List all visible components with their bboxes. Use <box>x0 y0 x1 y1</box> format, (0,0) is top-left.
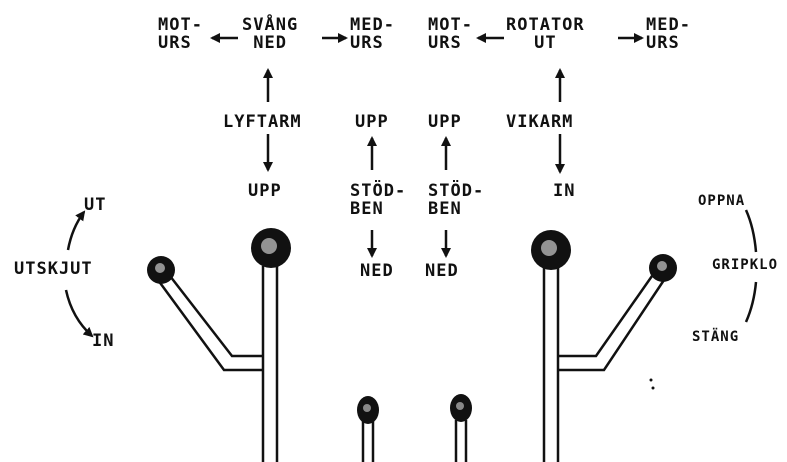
label-in-utskjut: IN <box>92 331 115 351</box>
label-gripklo: GRIPKLO <box>712 257 779 273</box>
stodben-left-lever[interactable] <box>357 396 379 462</box>
speck-mark <box>649 378 653 382</box>
arrow-utskjut-to-in <box>64 289 94 338</box>
label-motturs-left: MOT- URS <box>158 15 203 53</box>
arrow-utskjut-to-ut <box>66 210 86 251</box>
label-vikarm: VIKARM <box>506 112 574 132</box>
left-main-knob[interactable] <box>251 228 291 268</box>
label-stodben-right: STÖD- BEN <box>428 181 485 219</box>
line-gripklo-to-oppna <box>744 209 758 253</box>
label-stang: STÄNG <box>692 329 740 345</box>
label-medurs-right: MED- URS <box>646 15 691 53</box>
stodben-right-lever[interactable] <box>450 394 472 462</box>
label-motturs-right: MOT- URS <box>428 15 473 53</box>
label-oppna: OPPNA <box>698 193 746 209</box>
label-rotator-ut: ROTATOR UT <box>506 15 585 53</box>
line-gripklo-to-stang <box>744 281 758 323</box>
label-ned-stodben-left: NED <box>360 261 394 281</box>
label-upp-lyftarm: UPP <box>248 181 282 201</box>
label-upp-stodben-left: UPP <box>355 112 389 132</box>
label-in-vikarm: IN <box>553 181 576 201</box>
label-stodben-left: STÖD- BEN <box>350 181 407 219</box>
left-small-knob[interactable] <box>147 256 175 284</box>
label-utskjut: UTSKJUT <box>14 259 93 279</box>
label-upp-stodben-right: UPP <box>428 112 462 132</box>
label-svang-ned: SVÅNG NED <box>242 15 299 53</box>
speck-mark <box>651 386 655 390</box>
label-ut-utskjut: UT <box>84 195 107 215</box>
label-lyftarm: LYFTARM <box>223 112 302 132</box>
right-main-knob[interactable] <box>531 230 571 270</box>
left-lever-group <box>156 266 279 462</box>
right-lever-group <box>542 266 666 462</box>
right-small-knob[interactable] <box>649 254 677 282</box>
label-medurs-left: MED- URS <box>350 15 395 53</box>
label-ned-stodben-right: NED <box>425 261 459 281</box>
